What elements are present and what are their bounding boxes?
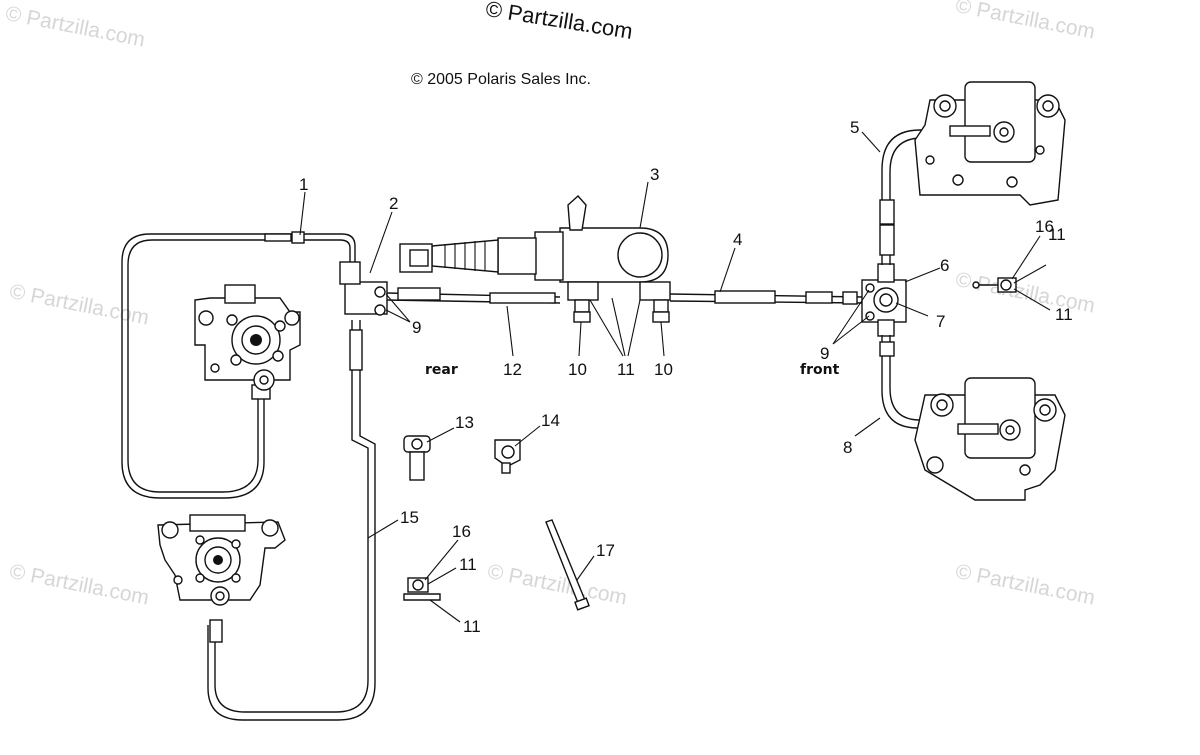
callout-12: 12 <box>503 360 522 379</box>
brake-line-12 <box>386 287 561 304</box>
callout-9-front: 9 <box>820 344 829 363</box>
distribution-block-rear <box>339 261 388 316</box>
callout-4: 4 <box>733 230 742 249</box>
callout-3: 3 <box>650 165 659 184</box>
part-14-clamp <box>494 439 521 474</box>
callout-5: 5 <box>850 118 859 137</box>
callout-11-right-lower: 11 <box>1055 305 1073 324</box>
callout-11-bottom-lower: 11 <box>463 617 481 636</box>
callout-11-bottom-upper: 11 <box>459 555 477 574</box>
leader-lines <box>299 131 1051 623</box>
callout-8: 8 <box>843 438 852 457</box>
callout-11-right-upper: 11 <box>1048 225 1066 244</box>
master-cylinder <box>399 195 671 323</box>
rear-caliper-lower <box>157 514 286 606</box>
distribution-block-front <box>861 263 907 337</box>
part-13-clip <box>403 435 431 481</box>
copyright-notice: © 2005 Polaris Sales Inc. <box>411 71 591 88</box>
callout-16-right: 16 <box>1035 217 1054 236</box>
part-17-bolt <box>545 519 590 611</box>
front-caliper-upper <box>914 81 1066 206</box>
label-front: front <box>800 362 840 378</box>
callout-13: 13 <box>455 413 474 432</box>
callout-10-left: 10 <box>568 360 587 379</box>
part-16-bracket <box>403 577 441 601</box>
rear-caliper-upper <box>194 284 301 391</box>
callout-15: 15 <box>400 508 419 527</box>
brake-line-4 <box>669 290 863 305</box>
callout-2: 2 <box>389 194 398 213</box>
line-clip-front <box>972 277 1017 293</box>
callout-6: 6 <box>940 256 949 275</box>
callout-7: 7 <box>936 312 945 331</box>
callout-14: 14 <box>541 411 560 430</box>
callout-17: 17 <box>596 541 615 560</box>
brake-line-1 <box>121 231 356 499</box>
callout-1: 1 <box>299 175 308 194</box>
callout-9-rear: 9 <box>412 318 421 337</box>
callout-11-center: 11 <box>617 360 635 379</box>
callout-10-right: 10 <box>654 360 673 379</box>
callout-16-bottom: 16 <box>452 522 471 541</box>
front-caliper-lower <box>914 377 1066 501</box>
label-rear: rear <box>425 362 458 378</box>
brake-line-15 <box>207 320 376 721</box>
callout-numbers: 1 2 3 4 5 6 7 8 9 9 10 10 11 11 11 11 11… <box>299 118 1073 636</box>
